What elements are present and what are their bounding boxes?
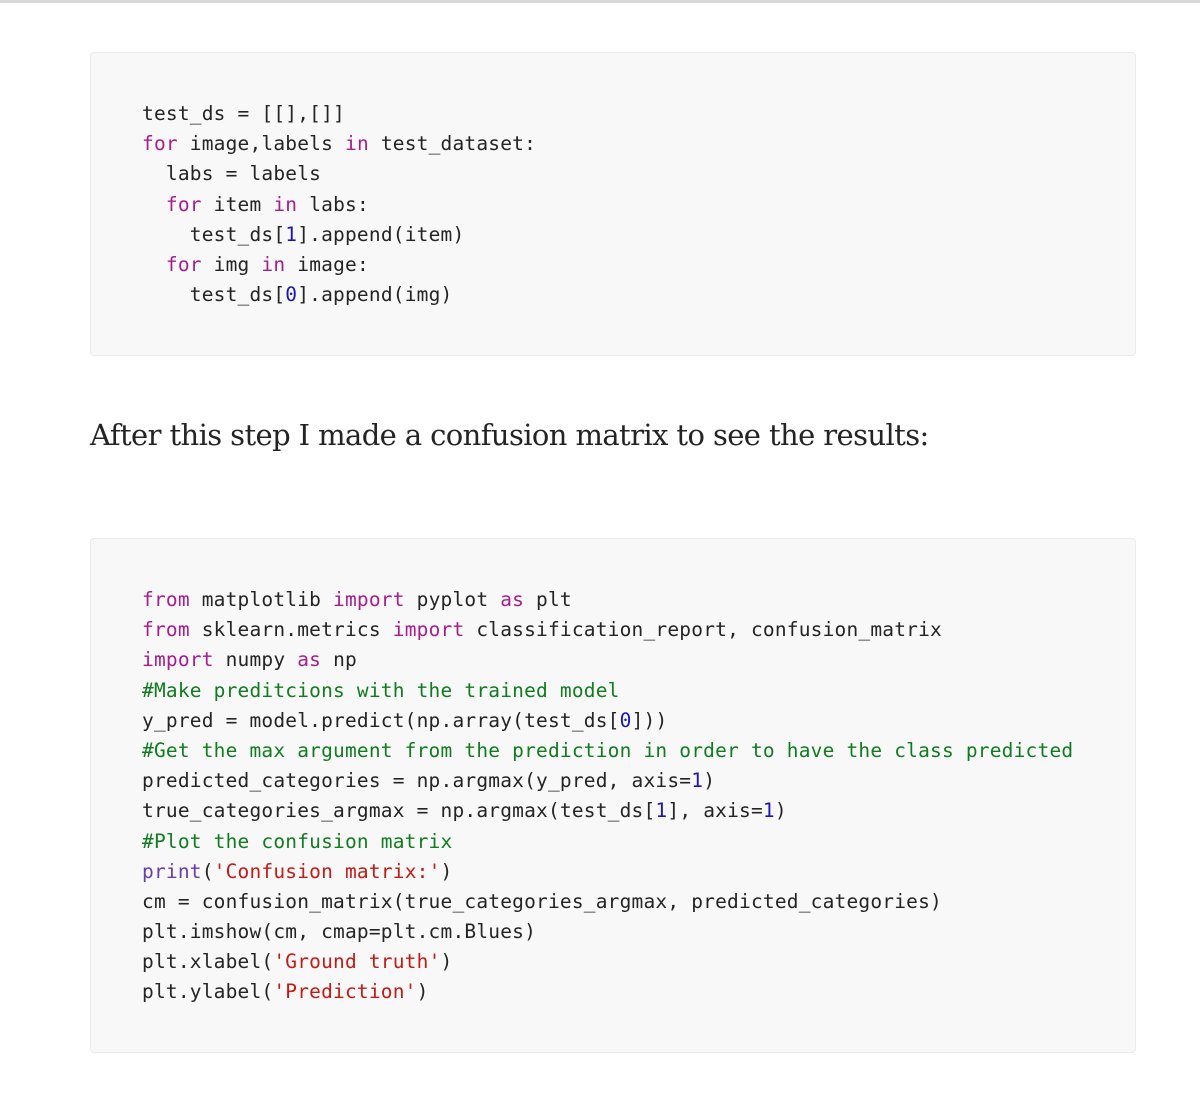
code-token: )	[774, 799, 787, 823]
code-token: plt.imshow(cm, cmap=plt.cm.Blues)	[142, 920, 537, 944]
code-token: item	[201, 192, 274, 216]
code-line: #Plot the confusion matrix	[142, 827, 1073, 857]
code-line: for image,labels in test_dataset:	[142, 129, 536, 159]
code-token: )	[703, 769, 716, 793]
code-token: 0	[619, 708, 632, 732]
code-token: ]))	[631, 708, 668, 732]
code-token: plt.ylabel(	[142, 980, 274, 1004]
code-line: import numpy as np	[142, 645, 1073, 675]
code-token	[142, 193, 166, 216]
code-line: cm = confusion_matrix(true_categories_ar…	[142, 887, 1073, 917]
code-token: in	[273, 192, 298, 216]
code-line: plt.ylabel('Prediction')	[142, 977, 1073, 1007]
code-token: print	[142, 859, 202, 883]
code-token: pyplot	[404, 588, 501, 611]
code-token: )	[416, 980, 429, 1004]
code-token: import	[333, 588, 405, 611]
code-token: classification_report, confusion_matrix	[464, 618, 942, 642]
code-line: plt.imshow(cm, cmap=plt.cm.Blues)	[142, 917, 1073, 947]
code-token: np	[321, 648, 357, 672]
paragraph-text: After this step I made a confusion matri…	[90, 418, 929, 452]
code-line: test_ds[1].append(item)	[142, 220, 536, 250]
code-token: 'Confusion matrix:'	[213, 859, 441, 883]
code-token: import	[142, 648, 214, 672]
code-line: from matplotlib import pyplot as plt	[142, 585, 1073, 615]
code-token: from	[142, 588, 190, 611]
code-token: labs:	[297, 192, 369, 216]
code-token: labs = labels	[142, 162, 322, 186]
code-token: 'Prediction'	[273, 980, 417, 1004]
code-line: test_ds = [[],[]]	[142, 99, 536, 129]
code-token: ], axis=	[667, 799, 763, 823]
code-line: for item in labs:	[142, 190, 536, 220]
code-token: (	[201, 859, 214, 883]
code-line: #Get the max argument from the predictio…	[142, 736, 1073, 766]
code-token: 1	[655, 799, 668, 823]
code-token: predicted_categories = np.argmax(y_pred,…	[142, 769, 692, 793]
code-token: as	[500, 588, 525, 611]
code-token: image:	[285, 252, 369, 276]
code-token: sklearn.metrics	[189, 618, 393, 642]
code-token: #Get the max argument from the predictio…	[142, 738, 1074, 762]
code-line: true_categories_argmax = np.argmax(test_…	[142, 796, 1073, 826]
code-block-dataset-loop: test_ds = [[],[]] for image,labels in tes…	[90, 52, 1136, 356]
code-token: 1	[285, 222, 298, 246]
code-content: test_ds = [[],[]] for image,labels in tes…	[142, 99, 536, 310]
code-token: matplotlib	[189, 588, 334, 611]
code-token: image,labels	[177, 132, 345, 156]
code-token: test_ds = [[],[]]	[142, 102, 345, 125]
code-line: for img in image:	[142, 250, 536, 280]
code-token: #Make preditcions with the trained model	[142, 678, 620, 702]
code-token: test_dataset:	[368, 132, 537, 156]
code-token: ].append(item)	[297, 222, 465, 246]
code-token: in	[345, 132, 369, 156]
code-token: numpy	[213, 648, 298, 672]
code-token: for	[165, 192, 202, 216]
code-token: plt	[524, 588, 572, 611]
code-token: true_categories_argmax = np.argmax(test_…	[142, 799, 656, 823]
code-token: from	[142, 618, 190, 642]
code-line: print('Confusion matrix:')	[142, 857, 1073, 887]
top-divider	[0, 0, 1200, 3]
code-line: plt.xlabel('Ground truth')	[142, 947, 1073, 977]
code-token: 0	[285, 283, 298, 307]
code-token: 'Ground truth'	[273, 950, 441, 974]
code-token: )	[440, 950, 453, 974]
code-line: y_pred = model.predict(np.array(test_ds[…	[142, 706, 1073, 736]
code-token: plt.xlabel(	[142, 950, 274, 974]
code-line: #Make preditcions with the trained model	[142, 676, 1073, 706]
code-token	[142, 253, 166, 276]
code-token: img	[201, 252, 262, 276]
code-token: y_pred = model.predict(np.array(test_ds[	[142, 708, 620, 732]
code-token: import	[392, 618, 465, 642]
code-token: in	[261, 252, 286, 276]
code-token: ].append(img)	[297, 283, 453, 307]
code-token: for	[165, 252, 202, 276]
code-token: as	[297, 648, 322, 672]
code-token: )	[440, 859, 453, 883]
code-token: for	[142, 132, 178, 156]
code-token: cm = confusion_matrix(true_categories_ar…	[142, 889, 942, 913]
code-line: predicted_categories = np.argmax(y_pred,…	[142, 766, 1073, 796]
code-token: #Plot the confusion matrix	[142, 829, 453, 853]
code-line: labs = labels	[142, 159, 536, 189]
code-token: test_ds[	[142, 283, 286, 307]
code-token: 1	[762, 799, 775, 823]
code-token: test_ds[	[142, 222, 286, 246]
code-line: from sklearn.metrics import classificati…	[142, 615, 1073, 645]
code-line: test_ds[0].append(img)	[142, 280, 536, 310]
code-token: 1	[691, 769, 704, 793]
